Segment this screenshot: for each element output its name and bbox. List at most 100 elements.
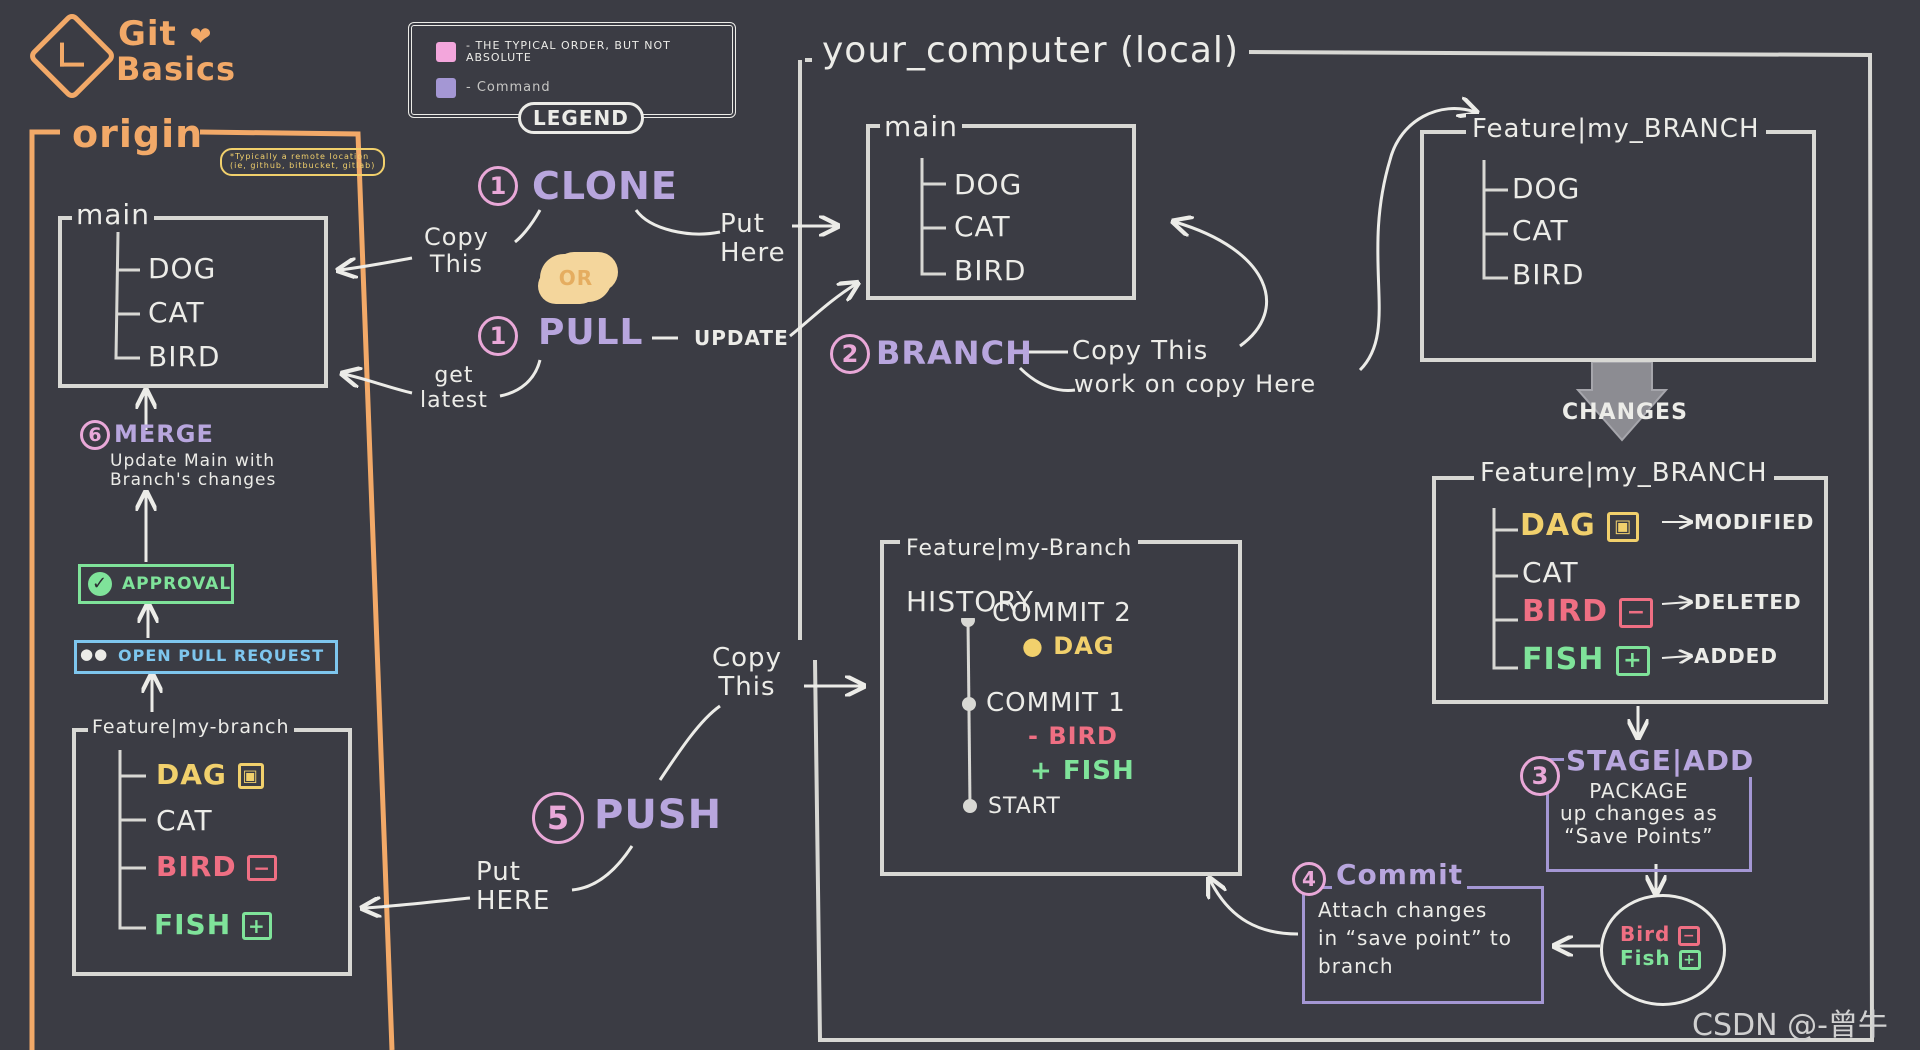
stage-command: STAGE|ADD xyxy=(1564,744,1757,777)
package-fish-label: Fish xyxy=(1620,946,1671,970)
step-2-circle: 2 xyxy=(830,334,870,374)
local-feature-item: DOG xyxy=(1512,172,1581,205)
package-fish: Fish + xyxy=(1620,946,1701,970)
deleted-icon: − xyxy=(247,855,278,881)
modified-icon: ▣ xyxy=(1607,511,1640,542)
title-line2: Basics xyxy=(116,50,237,88)
origin-feature-tree xyxy=(118,750,146,930)
local-main-item: CAT xyxy=(954,210,1011,243)
stage-desc: PACKAGE up changes as “Save Points” xyxy=(1560,779,1718,848)
legend-command-swatch xyxy=(436,78,456,98)
commit-desc: Attach changes in “save point” to branch xyxy=(1318,898,1512,978)
added-note: ADDED xyxy=(1694,644,1778,668)
changes-tree xyxy=(1492,508,1518,670)
clone-link-right xyxy=(634,209,721,236)
start-dot xyxy=(963,799,977,813)
added-icon: + xyxy=(1678,949,1701,970)
branch-work-arrow xyxy=(1358,109,1475,372)
pull-request-label: OPEN PULL REQUEST xyxy=(118,646,325,665)
or-bubble: OR xyxy=(540,254,612,302)
changes-item-bird: BIRD − xyxy=(1522,594,1654,629)
pull-update-label: UPDATE xyxy=(694,326,789,350)
bird-label: BIRD xyxy=(156,850,237,883)
pull-get-label: get latest xyxy=(420,363,488,413)
push-copy-link xyxy=(658,704,721,781)
push-command: PUSH xyxy=(594,792,723,838)
added-icon: + xyxy=(1615,645,1650,676)
branch-copy-label: Copy This xyxy=(1072,336,1209,366)
step-6-circle: 6 xyxy=(80,420,110,450)
changes-item-cat: CAT xyxy=(1522,556,1579,589)
origin-feature-item-bird: BIRD − xyxy=(156,850,278,883)
eyes-icon: ●● xyxy=(80,645,109,663)
commit2-label: COMMIT 2 xyxy=(992,598,1132,628)
check-icon: ✓ xyxy=(88,572,112,596)
commit1-dot xyxy=(962,697,976,711)
origin-feature-item-cat: CAT xyxy=(156,804,213,837)
step-3-circle: 3 xyxy=(1520,756,1560,796)
origin-note: *Typically a remote location (ie, github… xyxy=(220,148,386,176)
pull-get-link xyxy=(499,359,542,398)
origin-frame xyxy=(29,129,395,1050)
push-put-link xyxy=(571,845,634,892)
clone-put-label: Put Here xyxy=(720,209,786,269)
pull-update-arrow xyxy=(789,284,856,338)
added-arrow xyxy=(1661,656,1690,658)
changes-arrow xyxy=(1575,361,1669,442)
local-main-box xyxy=(866,124,1136,300)
origin-feature-title: Feature|my-branch xyxy=(88,716,294,738)
legend-command-note: - Command xyxy=(466,80,551,95)
commit1-added: + FISH xyxy=(1030,756,1135,786)
heart-icon: ❤ xyxy=(189,22,213,52)
start-label: START xyxy=(988,794,1061,819)
dag-label: DAG xyxy=(156,758,227,791)
deleted-icon: − xyxy=(1678,925,1701,946)
deleted-icon: − xyxy=(1619,597,1654,628)
local-feature-item: CAT xyxy=(1512,214,1569,247)
added-icon: + xyxy=(241,912,272,940)
legend-order-note: - THE TYPICAL ORDER, BUT NOT ABSOLUTE xyxy=(466,39,671,65)
pull-command: PULL xyxy=(538,312,644,353)
changes-item-fish: FISH + xyxy=(1522,642,1650,677)
local-feature-item: BIRD xyxy=(1512,258,1585,291)
local-main-tree xyxy=(920,158,946,276)
origin-feature-item-fish: FISH + xyxy=(154,908,272,941)
origin-main-item: DOG xyxy=(148,252,217,285)
branch-link-2 xyxy=(1018,366,1076,392)
history-title-line2: HISTORY xyxy=(906,584,1034,618)
local-feature-tree xyxy=(1482,160,1508,280)
modified-icon: ▣ xyxy=(237,763,264,789)
approval-badge xyxy=(78,564,234,604)
push-put-label: Put HERE xyxy=(476,857,551,917)
approval-label: APPROVAL xyxy=(122,574,232,594)
origin-main-item: BIRD xyxy=(148,340,221,373)
history-title-line1: Feature|my-Branch xyxy=(906,535,1133,561)
legend-title: LEGEND xyxy=(518,102,644,134)
changes-item-dag: DAG ▣ xyxy=(1520,508,1640,543)
changes-label: CHANGES xyxy=(1562,400,1688,425)
clone-command: CLONE xyxy=(532,164,678,208)
local-feature-box xyxy=(1420,130,1816,362)
pull-get-arrow xyxy=(344,374,413,395)
push-copy-label: Copy This xyxy=(712,643,782,703)
clone-copy-label: Copy This xyxy=(424,223,489,278)
fish-label: FISH xyxy=(1522,642,1605,677)
history-timeline xyxy=(966,619,972,807)
commit1-removed: - BIRD xyxy=(1028,722,1118,750)
origin-main-tree xyxy=(114,231,140,360)
local-main-item: DOG xyxy=(954,168,1023,201)
origin-title: origin xyxy=(72,112,204,156)
step-1-clone-circle: 1 xyxy=(478,166,518,206)
title-line1: Git ❤ xyxy=(118,14,212,54)
bird-label: BIRD xyxy=(1522,594,1609,629)
package-bird: Bird − xyxy=(1620,922,1701,946)
dag-label: DAG xyxy=(1520,508,1596,543)
origin-main-item: CAT xyxy=(148,296,205,329)
local-title: your_computer (local) xyxy=(812,30,1249,71)
commit2-change: ● DAG xyxy=(1022,632,1115,660)
step-1-pull-circle: 1 xyxy=(478,316,518,356)
branch-work-label: work on copy Here xyxy=(1074,370,1317,398)
origin-main-box xyxy=(58,216,328,388)
merge-desc: Update Main with Branch's changes xyxy=(110,451,277,491)
